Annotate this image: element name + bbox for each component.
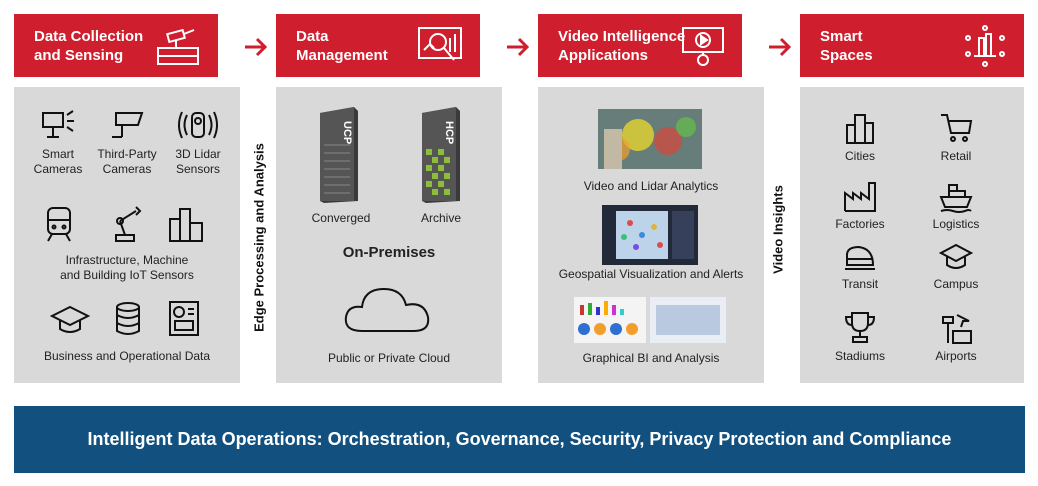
header-title: Data Management — [296, 28, 388, 64]
edge-processing-label: Edge Processing and Analysis — [251, 143, 267, 332]
panel-video-applications: Video and Lidar Analytics Geospatial Vis… — [538, 87, 764, 383]
cloud-icon — [344, 287, 430, 332]
video-lidar-label: Video and Lidar Analytics — [583, 179, 719, 193]
converged-server-icon: UCP — [320, 107, 358, 203]
space-item-cities: Cities — [824, 111, 896, 164]
video-insights-label: Video Insights — [770, 185, 786, 274]
header-video-intelligence: Video Intelligence Applications — [538, 14, 742, 77]
trophy-icon — [844, 312, 876, 343]
airport-tower-icon — [942, 314, 972, 344]
graphical-bi-label: Graphical BI and Analysis — [582, 351, 720, 365]
smart-camera-icon — [42, 110, 74, 138]
buildings-icon — [169, 208, 203, 242]
item-label: Retail — [940, 149, 972, 163]
converged-badge: UCP — [341, 121, 353, 144]
bi-dashboard-thumbnail — [574, 297, 726, 343]
graduation-cap-icon — [50, 305, 90, 333]
business-data-label: Business and Operational Data — [43, 349, 211, 363]
item-label: Campus — [933, 277, 979, 291]
header-data-management: Data Management — [276, 14, 480, 77]
item-label: 3D Lidar Sensors — [175, 147, 221, 176]
item-label: Transit — [841, 277, 879, 291]
converged-label: Converged — [311, 211, 371, 225]
video-analytics-thumbnail — [598, 109, 702, 169]
space-item-airports: Airports — [920, 309, 992, 364]
archive-badge: HCP — [443, 121, 455, 144]
space-item-logistics: Logistics — [920, 179, 992, 232]
panel-data-collection: Smart Cameras Third-Party Cameras 3D Lid… — [14, 87, 240, 383]
iot-sensors-label: Infrastructure, Machine and Building IoT… — [60, 253, 194, 282]
graduation-cap-icon — [939, 243, 973, 269]
server-room-icon — [157, 28, 199, 65]
space-item-stadiums: Stadiums — [824, 309, 896, 364]
archive-server-icon: HCP — [422, 107, 460, 203]
factory-icon — [844, 182, 876, 212]
space-item-transit: Transit — [824, 241, 896, 292]
item-label: Cities — [844, 149, 875, 163]
robot-arm-icon — [115, 206, 142, 242]
lidar-sensor-icon — [178, 111, 218, 139]
item-label: Airports — [935, 349, 977, 363]
geospatial-label: Geospatial Visualization and Alerts — [558, 267, 744, 281]
arrow-right-icon — [507, 37, 530, 57]
report-document-icon — [169, 301, 199, 336]
train-icon — [47, 207, 71, 242]
smart-city-icon — [965, 25, 1005, 67]
third-party-cameras-item: Third-Party Cameras — [94, 107, 160, 177]
on-premises-label: On-Premises — [342, 244, 436, 261]
space-item-factories: Factories — [824, 179, 896, 232]
arrow-right-icon — [245, 37, 268, 57]
database-icon — [116, 302, 140, 335]
geospatial-map-thumbnail — [602, 205, 698, 265]
header-smart-spaces: Smart Spaces — [800, 14, 1024, 77]
item-label: Third-Party Cameras — [97, 147, 157, 176]
smart-cameras-item: Smart Cameras — [28, 107, 88, 177]
panel-data-management: UCP Converged HCP Archive On-Premises Pu… — [276, 87, 502, 383]
header-title: Video Intelligence Applications — [558, 28, 686, 64]
data-analysis-icon — [418, 27, 462, 61]
header-title: Data Collection and Sensing — [34, 28, 144, 64]
item-label: Smart Cameras — [33, 147, 83, 176]
lidar-sensors-item: 3D Lidar Sensors — [166, 107, 230, 177]
cargo-ship-icon — [939, 184, 973, 213]
bullet-train-icon — [845, 245, 875, 270]
panel-smart-spaces: Cities Retail Factories Logistics Transi… — [800, 87, 1024, 383]
item-label: Stadiums — [834, 349, 886, 363]
header-title: Smart Spaces — [820, 28, 873, 64]
video-gear-icon — [682, 27, 724, 66]
security-camera-icon — [112, 112, 144, 138]
item-label: Factories — [835, 217, 885, 231]
footer-banner: Intelligent Data Operations: Orchestrati… — [14, 406, 1025, 473]
space-item-campus: Campus — [920, 241, 992, 292]
footer-text: Intelligent Data Operations: Orchestrati… — [87, 429, 952, 449]
city-icon — [846, 114, 874, 144]
header-data-collection: Data Collection and Sensing — [14, 14, 218, 77]
cloud-label: Public or Private Cloud — [327, 351, 451, 365]
archive-label: Archive — [420, 211, 461, 225]
space-item-retail: Retail — [920, 111, 992, 164]
shopping-cart-icon — [941, 114, 973, 142]
arrow-right-icon — [769, 37, 792, 57]
item-label: Logistics — [932, 217, 980, 231]
